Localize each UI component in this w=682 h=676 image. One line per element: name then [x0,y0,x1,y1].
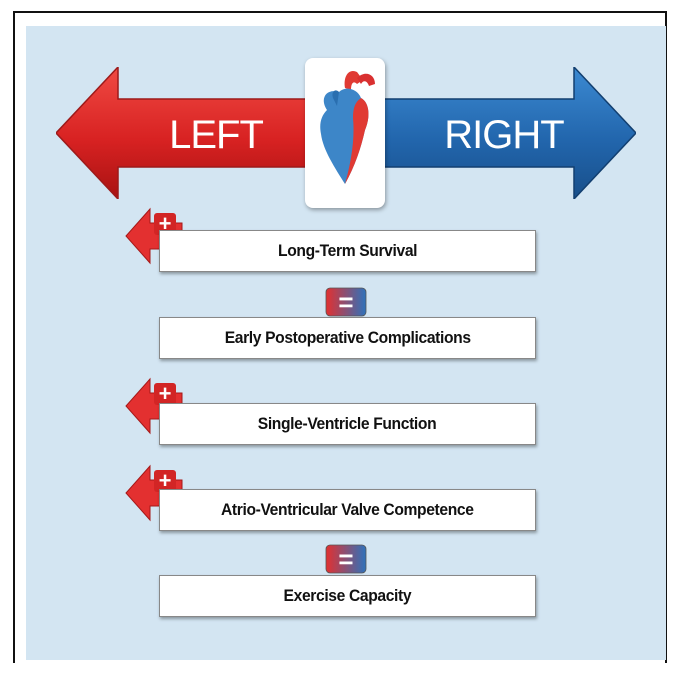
row-exercise-capacity: Exercise Capacity [159,575,536,617]
left-label: LEFT [169,113,263,157]
heart-illustration [305,58,385,208]
left-plus-arrow: + [125,207,183,265]
right-label: RIGHT [444,113,564,157]
equal-icon: = [338,544,353,574]
heart-icon [320,70,375,184]
row-label: Exercise Capacity [283,586,412,605]
plus-icon: + [159,468,172,493]
plus-icon: + [159,211,172,236]
equal-badge: = [325,287,367,317]
equal-icon: = [338,287,353,317]
left-plus-arrow: + [125,377,183,435]
left-plus-arrow: + [125,464,183,522]
row-label: Long-Term Survival [277,241,418,260]
equal-badge: = [325,544,367,574]
row-label: Early Postoperative Complications [224,328,471,347]
row-label: Atrio-Ventricular Valve Competence [221,500,474,519]
row-early-postoperative-complications: Early Postoperative Complications [159,317,536,359]
plus-icon: + [159,381,172,406]
row-atrio-ventricular-valve-competence: Atrio-Ventricular Valve Competence [159,489,536,531]
row-single-ventricle-function: Single-Ventricle Function [159,403,536,445]
row-label: Single-Ventricle Function [258,414,437,433]
left-arrow: LEFT [56,67,356,199]
right-arrow: RIGHT [336,67,636,199]
row-long-term-survival: Long-Term Survival [159,230,536,272]
